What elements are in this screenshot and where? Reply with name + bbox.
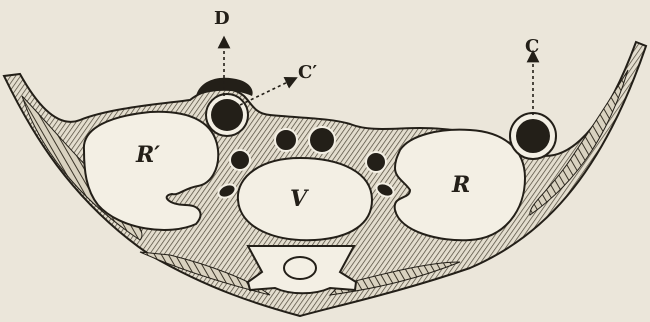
- vessel-c-lumen: [516, 119, 550, 153]
- label-v: V: [290, 186, 309, 212]
- small-vessel: [309, 127, 335, 153]
- small-vessel: [275, 129, 297, 151]
- label-c: C: [525, 36, 539, 57]
- vessel-c-prime-lumen: [211, 99, 243, 131]
- label-c-prime: C′: [298, 62, 317, 83]
- label-r-prime: R′: [135, 142, 160, 168]
- lower-canal: [284, 257, 316, 279]
- label-d: D: [214, 8, 230, 29]
- small-vessel: [230, 150, 250, 170]
- label-r: R: [451, 172, 470, 198]
- small-vessel: [366, 152, 386, 172]
- cavity-r-prime: [84, 112, 218, 230]
